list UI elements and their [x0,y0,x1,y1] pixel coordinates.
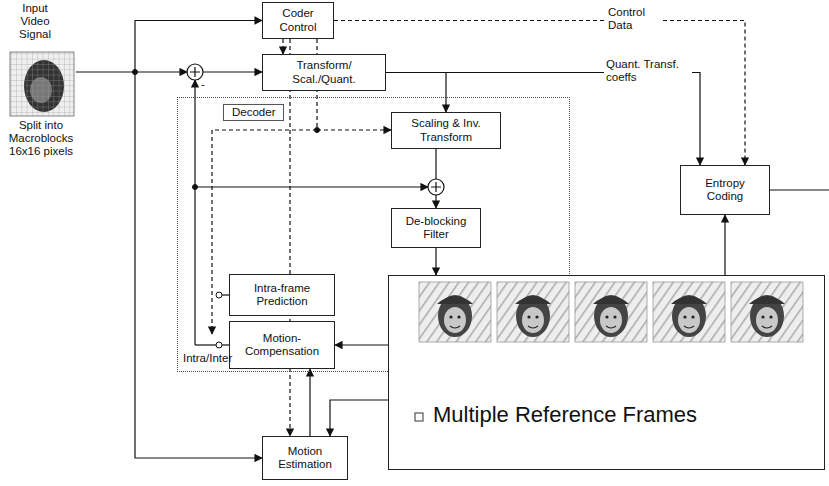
node-text: De-blocking Filter [397,215,475,241]
reference-frames-panel: Multiple Reference Frames [388,275,825,470]
signal-wire [135,72,262,458]
node-text: Entropy Coding [686,177,764,203]
signal-wire [770,189,829,190]
signal-connector [724,215,725,275]
signal-wire [195,344,216,345]
node-text: Multiple Reference Frames [433,402,697,427]
entropy-coding-box: Entropy Coding [680,165,770,215]
edge-label: Control Data [606,6,660,32]
deblocking-filter-box: De-blocking Filter [391,208,481,248]
inverse-transform-box: Scaling & Inv. Transform [391,112,501,149]
node-text: Motion- Compensation [235,332,329,358]
signal-connector [334,21,745,166]
signal-connector [386,73,700,166]
annotation-label: Intra/Inter [183,352,232,365]
signal-connector [289,39,290,436]
node-text: Intra-frame Prediction [235,282,329,308]
bullet-symbol [415,413,423,421]
annotation-label: - [201,78,205,91]
annotation-label: Input Video Signal [10,2,60,42]
macroblock-image [10,52,74,116]
junction-dot [216,342,222,348]
junction-dot [133,70,138,75]
annotation-label: Split into Macroblocks 16x16 pixels [0,119,82,159]
signal-wire [194,80,195,345]
junction-dot [315,128,320,133]
signal-wire [222,344,229,345]
signal-wire [195,186,428,187]
transform-box: Transform/ Scal./Quant. [262,54,386,91]
signal-wire [203,71,262,72]
motion-estimation-box: Motion Estimation [262,436,348,480]
junction-dot [193,185,198,190]
node-text: Decoder [223,104,284,121]
adder-symbol [187,64,203,80]
junction-dot [216,292,222,298]
motion-compensation-box: Motion- Compensation [229,321,335,369]
node-text: Scaling & Inv. Transform [397,117,495,143]
node-text: Transform/ Scal./Quant. [268,59,380,85]
signal-connector [330,400,388,436]
signal-connector [335,344,388,345]
coder-control-box: Coder Control [262,2,334,39]
reference-frames-illustration [389,276,824,466]
intra-prediction-box: Intra-frame Prediction [229,274,335,316]
adder-symbol [428,179,444,195]
node-text: Motion Estimation [268,445,342,471]
signal-wire [222,294,229,295]
signal-wire [76,71,187,72]
signal-connector [386,73,446,113]
signal-connector [309,369,310,436]
signal-connector [282,39,283,54]
edge-label: Quant. Transf. coeffs [604,58,692,84]
signal-connector [435,248,436,275]
node-text: Coder Control [268,7,328,33]
